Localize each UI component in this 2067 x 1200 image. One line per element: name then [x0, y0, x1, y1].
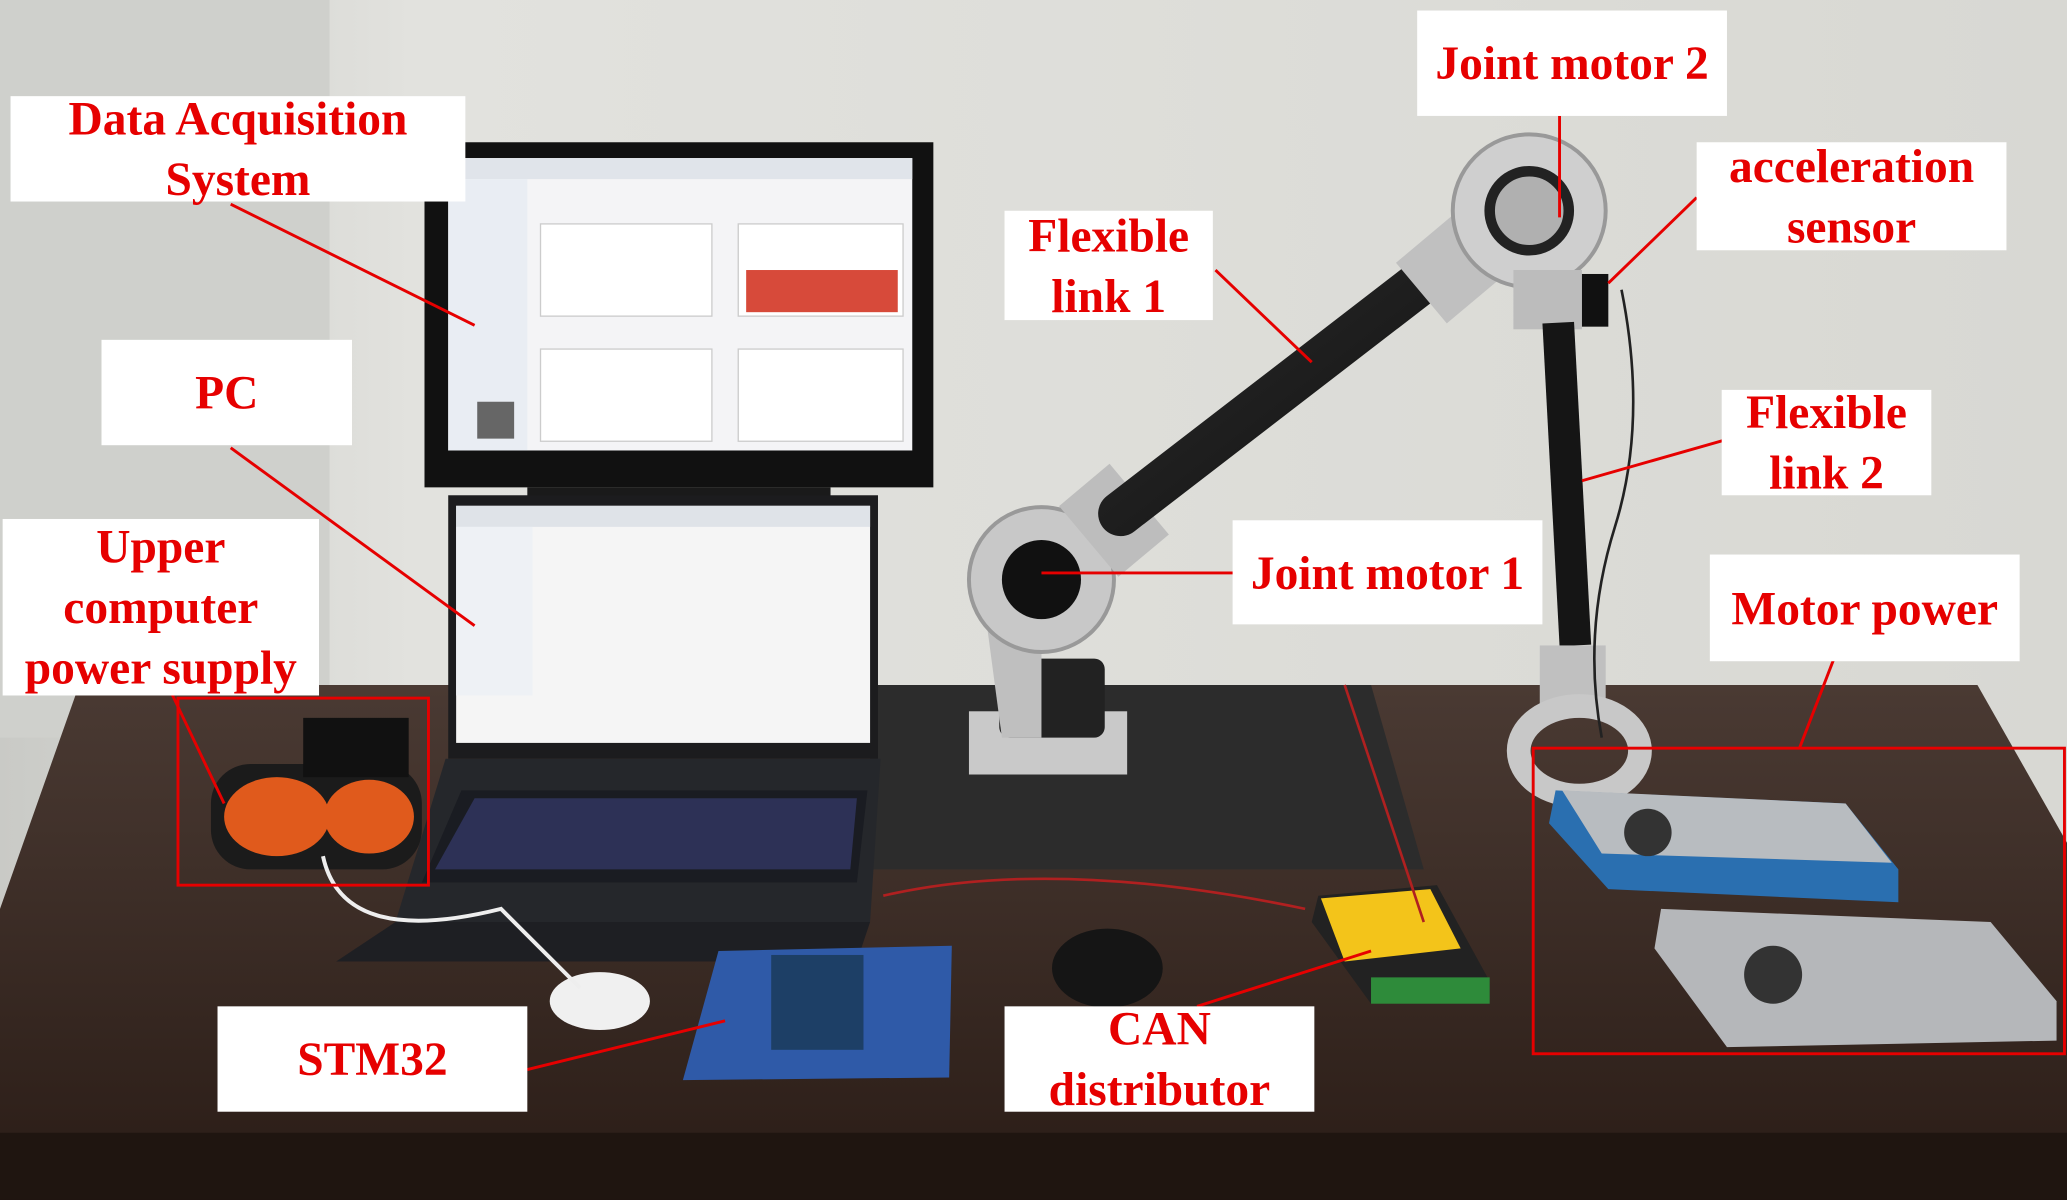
label-line: Flexible — [1746, 385, 1907, 439]
label-line: CAN — [1108, 1002, 1211, 1056]
label-line: acceleration — [1729, 139, 1975, 193]
label-line: link 1 — [1051, 269, 1167, 323]
label-line: System — [165, 152, 311, 206]
label-data-acquisition-system: Data Acquisition System — [10, 92, 466, 205]
monitor — [424, 142, 934, 504]
label-line: Data Acquisition — [68, 92, 408, 145]
label-line: link 2 — [1769, 446, 1884, 500]
label-joint-motor-2: Joint motor 2 — [1417, 10, 1727, 116]
power-strip — [210, 717, 422, 870]
label-flexible-link-1: Flexible link 1 — [1004, 209, 1213, 322]
acceleration-sensor-device — [1581, 273, 1609, 327]
label-line: computer — [63, 580, 259, 634]
mouse — [1052, 928, 1163, 1008]
label-line: Joint motor 1 — [1250, 545, 1525, 599]
can-distributor-device — [1311, 885, 1490, 1004]
label-flexible-link-2: Flexible link 2 — [1721, 386, 1932, 499]
label-pc: PC — [101, 339, 352, 446]
label-line: STM32 — [297, 1032, 448, 1086]
label-joint-motor-1: Joint motor 1 — [1232, 520, 1543, 625]
label-line: distributor — [1048, 1062, 1271, 1116]
label-stm32: STM32 — [217, 1006, 528, 1112]
stm32-board — [549, 945, 952, 1081]
label-line: power supply — [24, 641, 297, 695]
label-can-distributor: CAN distributor — [1004, 1002, 1315, 1116]
laptop — [336, 495, 881, 962]
label-line: Motor power — [1731, 581, 1999, 635]
motor-power-supplies — [1549, 790, 2057, 1048]
label-line: Joint motor 2 — [1435, 36, 1709, 90]
robot-arm — [966, 132, 1652, 808]
label-line: PC — [195, 366, 259, 419]
label-upper-computer-power-supply: Upper computer power supply — [2, 518, 320, 696]
annotation-lines — [156, 115, 2066, 1071]
label-motor-power: Motor power — [1709, 554, 2020, 662]
label-line: sensor — [1786, 200, 1917, 253]
flexible-link-1 — [1098, 247, 1460, 537]
label-line: Upper — [96, 520, 226, 573]
label-acceleration-sensor: acceleration sensor — [1696, 140, 2007, 253]
flexible-link-2 — [1542, 321, 1592, 647]
label-line: Flexible — [1028, 208, 1190, 262]
